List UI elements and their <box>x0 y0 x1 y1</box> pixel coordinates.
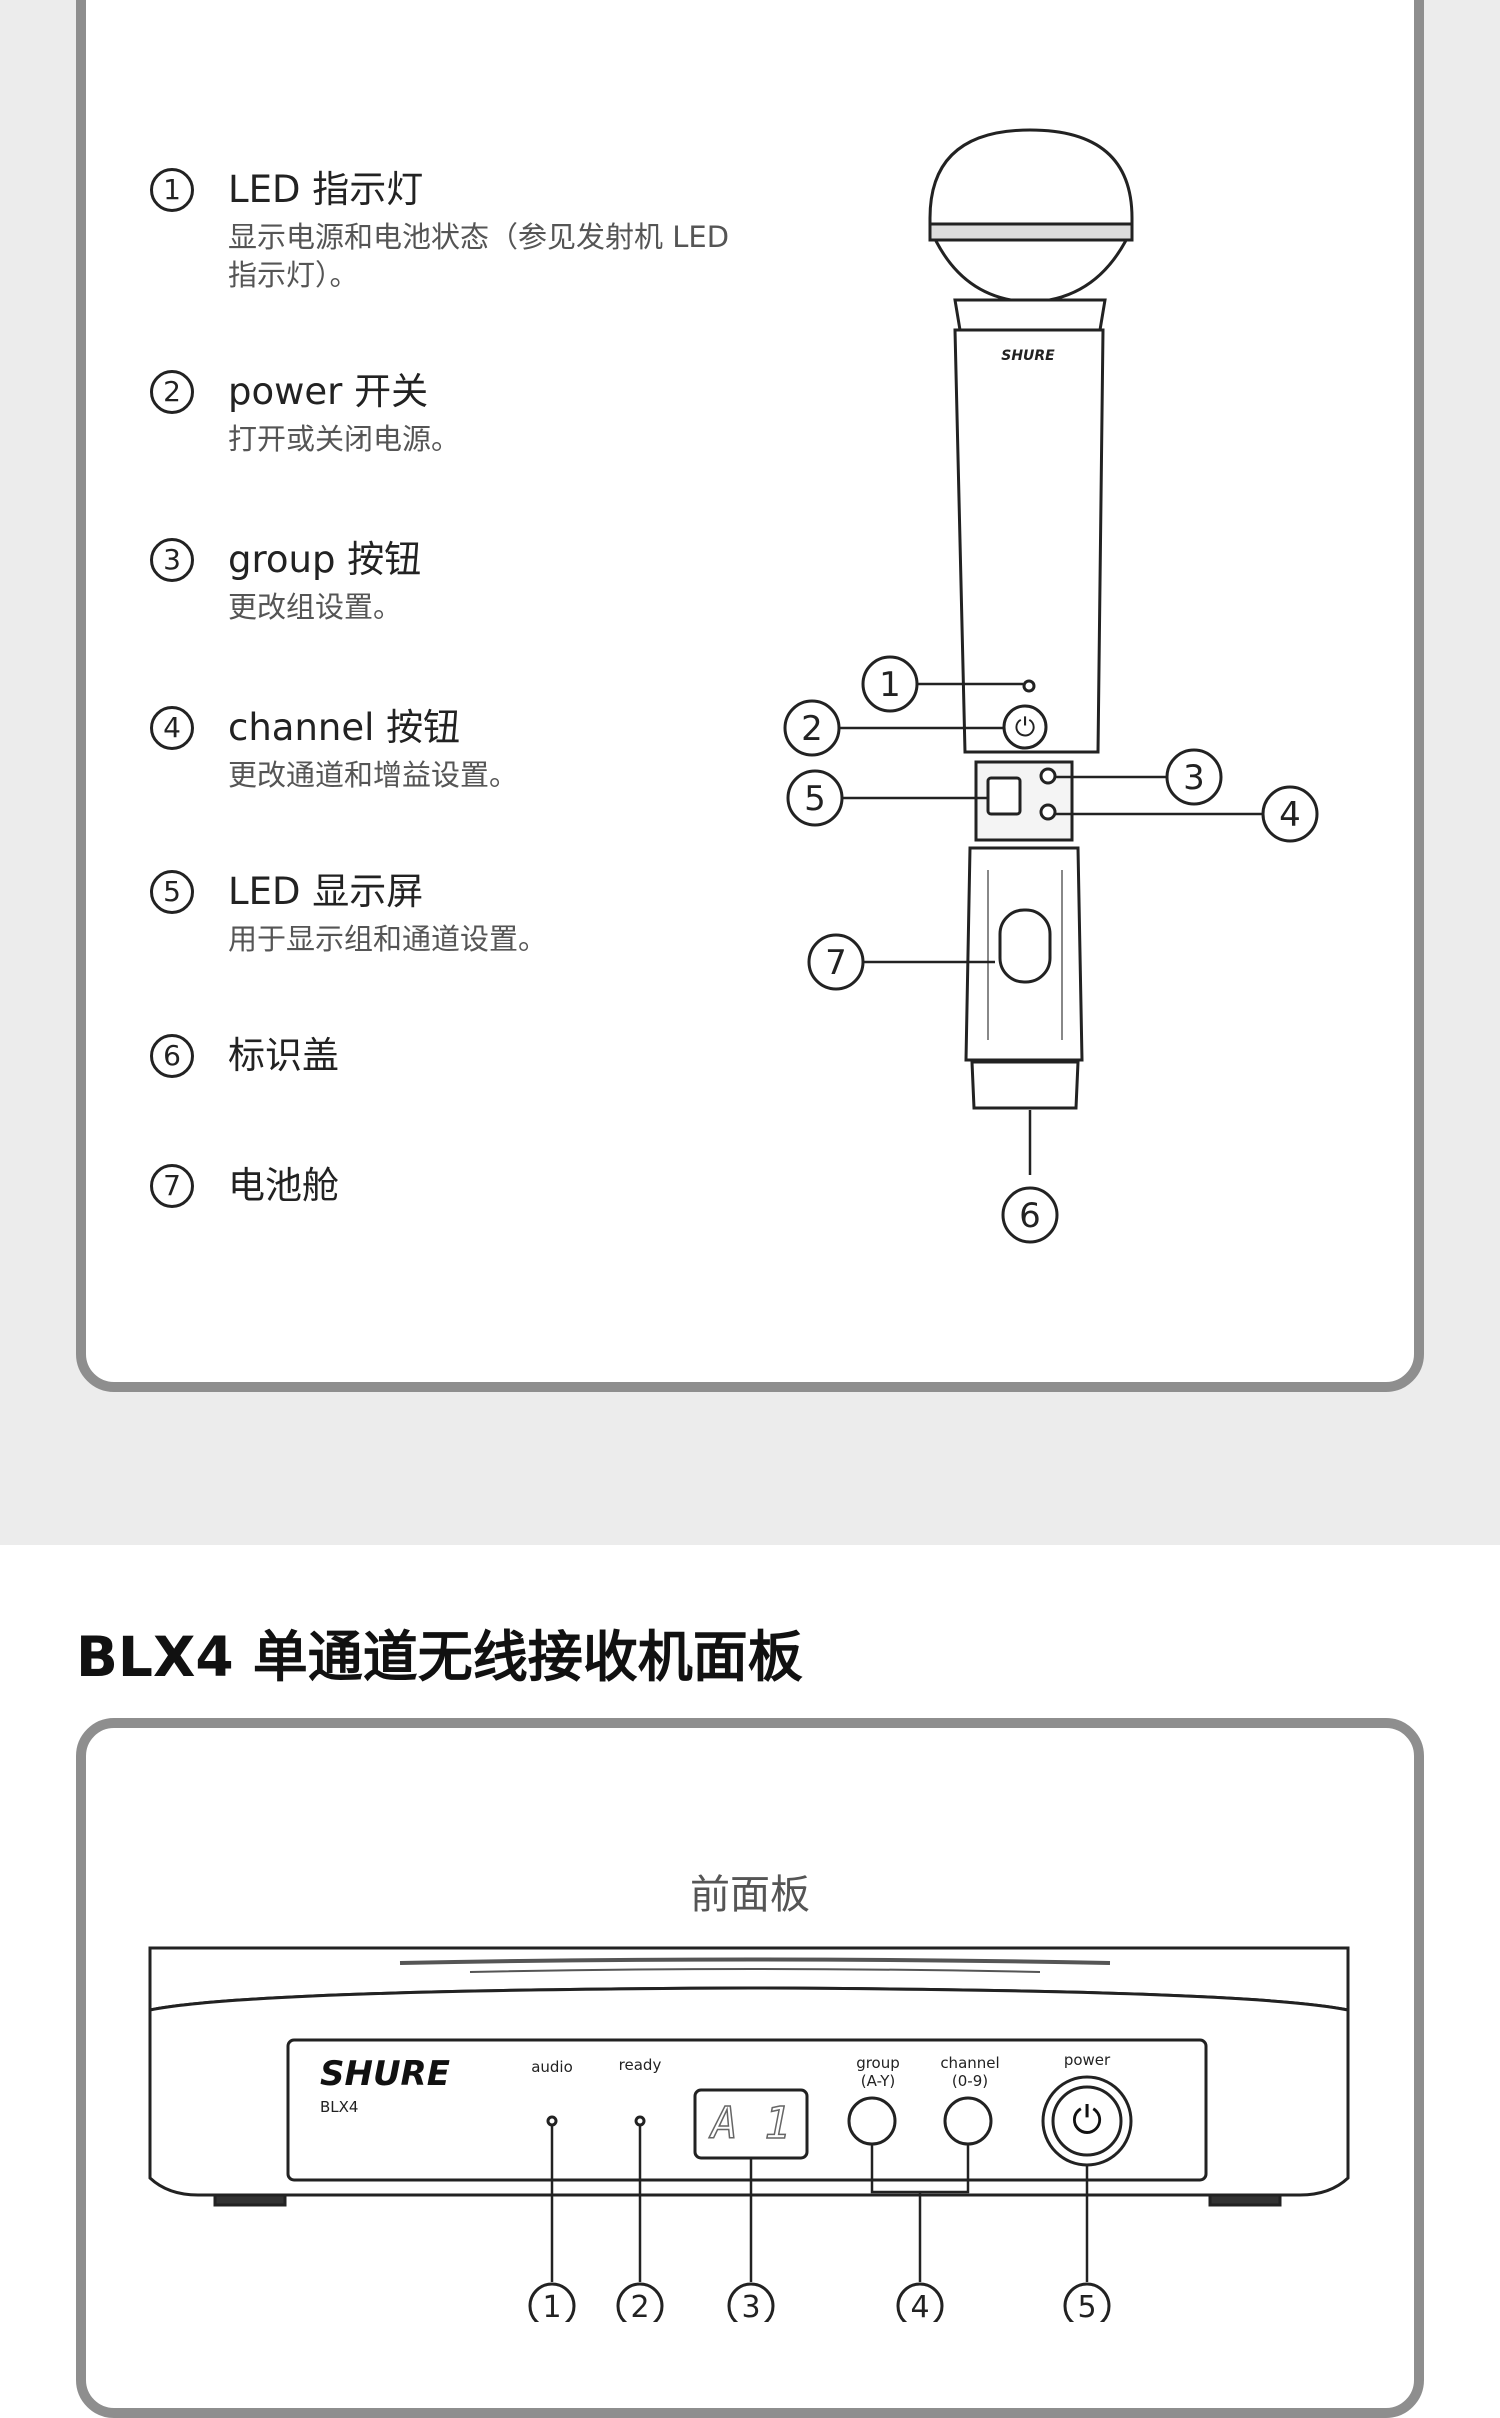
mic-led-display <box>986 776 1022 816</box>
audio-label: audio <box>531 2058 573 2076</box>
group-range-label: (A-Y) <box>861 2072 895 2090</box>
legend-title: power 开关 <box>228 370 429 413</box>
receiver-callout-4: 4 <box>910 2290 929 2322</box>
mic-body <box>953 328 1105 754</box>
mic-channel-button <box>1039 803 1057 821</box>
legend-title: LED 显示屏 <box>228 870 424 913</box>
legend-number: 5 <box>150 870 194 914</box>
mic-group-button <box>1039 767 1057 785</box>
legend-title: channel 按钮 <box>228 706 461 749</box>
receiver-illustration: SHURE BLX4 audio ready group (A-Y) chann… <box>148 1946 1350 2322</box>
transmitter-card <box>76 0 1424 1392</box>
mic-grille-ring <box>928 222 1134 242</box>
mic-callout-2: 2 <box>801 709 823 749</box>
channel-label: channel <box>940 2054 999 2072</box>
receiver-power-button <box>1051 2085 1123 2157</box>
legend-number: 2 <box>150 370 194 414</box>
legend-desc: 更改通道和增益设置。 <box>228 758 519 792</box>
legend-desc: 打开或关闭电源。 <box>228 422 461 456</box>
receiver-callout-2: 2 <box>630 2290 649 2322</box>
receiver-callout-5: 5 <box>1077 2290 1096 2322</box>
legend-title: 电池舱 <box>228 1164 339 1207</box>
lid-vents <box>399 1957 1111 1973</box>
mic-callout-4: 4 <box>1279 795 1301 835</box>
receiver-channel-button <box>943 2096 993 2146</box>
legend-number: 3 <box>150 538 194 582</box>
ready-label: ready <box>619 2056 662 2074</box>
mic-led <box>1022 679 1036 693</box>
mic-power-button <box>1002 704 1048 750</box>
mic-callout-7: 7 <box>825 943 847 983</box>
mic-callout-5: 5 <box>804 779 826 819</box>
channel-range-label: (0-9) <box>952 2072 988 2090</box>
legend-number: 6 <box>150 1034 194 1078</box>
legend-title: LED 指示灯 <box>228 168 424 211</box>
receiver-callout-3: 3 <box>741 2290 760 2322</box>
receiver-ready-led <box>634 2115 646 2127</box>
receiver-brand-logo: SHURE <box>320 2054 450 2094</box>
legend-desc: 更改组设置。 <box>228 590 403 624</box>
power-label: power <box>1064 2051 1111 2069</box>
legend-desc: 用于显示组和通道设置。 <box>228 922 548 956</box>
microphone-illustration: SHURE ⏻ 1 2 3 4 5 7 6 <box>783 128 1319 1244</box>
mic-end-cap <box>970 1060 1080 1110</box>
receiver-display-value: A 1 <box>708 2098 790 2149</box>
receiver-model-label: BLX4 <box>320 2098 358 2116</box>
mic-power-icon: ⏻ <box>1015 713 1036 743</box>
front-panel-label: 前面板 <box>690 1872 810 1918</box>
receiver-audio-led <box>546 2115 558 2127</box>
legend-number: 7 <box>150 1164 194 1208</box>
section-title: BLX4 单通道无线接收机面板 <box>76 1625 803 1689</box>
mic-brand-logo: SHURE <box>1001 348 1055 364</box>
mic-grille <box>928 128 1134 304</box>
group-label: group <box>856 2054 900 2072</box>
mic-callout-1: 1 <box>879 665 901 705</box>
mic-callout-6: 6 <box>1019 1196 1041 1236</box>
legend-number: 4 <box>150 706 194 750</box>
receiver-power-icon: ⏻ <box>1072 2098 1102 2142</box>
legend-number: 1 <box>150 168 194 212</box>
receiver-callout-1: 1 <box>542 2290 561 2322</box>
legend-desc: 显示电源和电池状态（参见发射机 LED 指示灯）。 <box>228 220 730 292</box>
legend-title: group 按钮 <box>228 538 422 581</box>
legend-title: 标识盖 <box>228 1034 339 1077</box>
mic-callout-3: 3 <box>1183 758 1205 798</box>
mic-battery-latch <box>998 908 1052 984</box>
receiver-group-button <box>847 2096 897 2146</box>
